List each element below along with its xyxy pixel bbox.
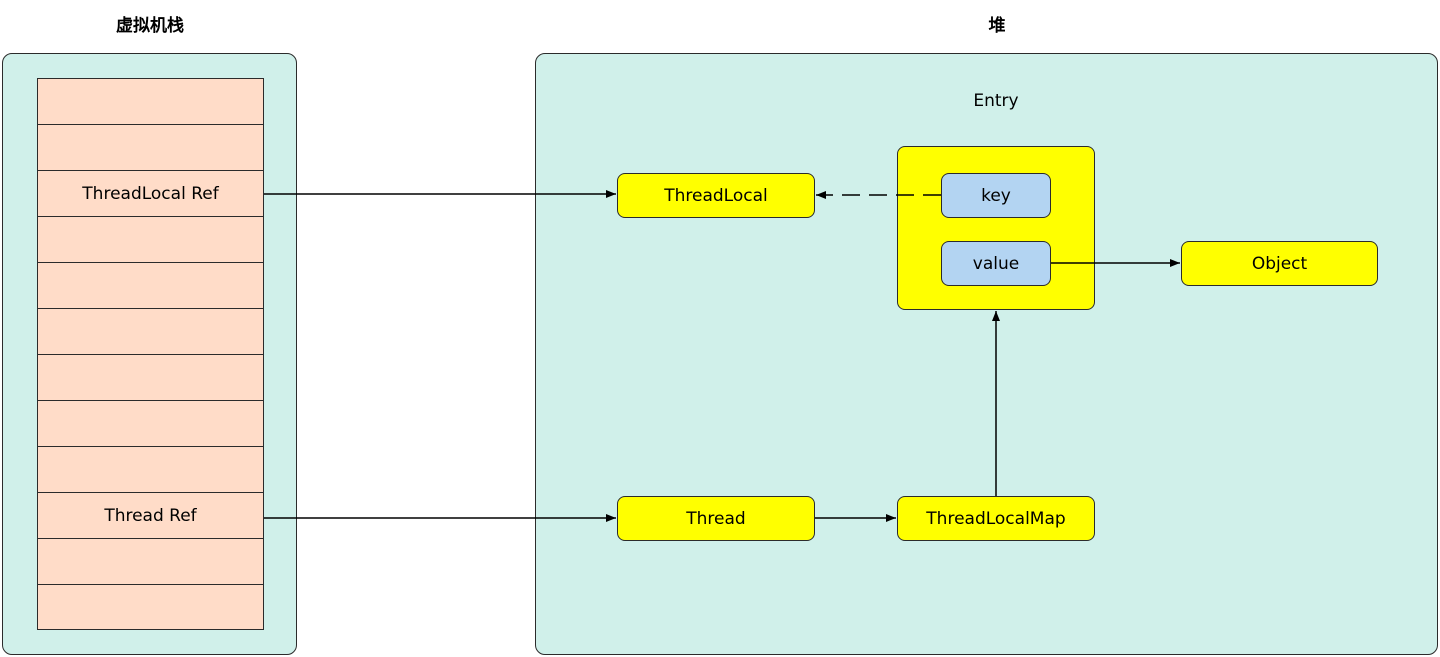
- stack-frame: [38, 401, 263, 447]
- stack-frame: [38, 263, 263, 309]
- stack-frame: [38, 217, 263, 263]
- stack-frame: [38, 309, 263, 355]
- stack-frames: ThreadLocal Ref Thread Ref: [37, 78, 264, 630]
- stack-frame-threadlocal-ref: ThreadLocal Ref: [38, 171, 263, 217]
- threadlocalmap-box: ThreadLocalMap: [897, 496, 1095, 541]
- stack-frame: [38, 539, 263, 585]
- stack-frame: [38, 355, 263, 401]
- stack-frame-thread-ref: Thread Ref: [38, 493, 263, 539]
- thread-box: Thread: [617, 496, 815, 541]
- heap-title: 堆: [988, 16, 1006, 36]
- stack-title: 虚拟机栈: [116, 16, 184, 36]
- object-box: Object: [1181, 241, 1378, 286]
- stack-frame: [38, 125, 263, 171]
- threadlocal-box: ThreadLocal: [617, 173, 815, 218]
- stack-frame: [38, 447, 263, 493]
- entry-label: Entry: [973, 91, 1019, 111]
- entry-key: key: [941, 173, 1051, 218]
- stack-frame: [38, 79, 263, 125]
- entry-value: value: [941, 241, 1051, 286]
